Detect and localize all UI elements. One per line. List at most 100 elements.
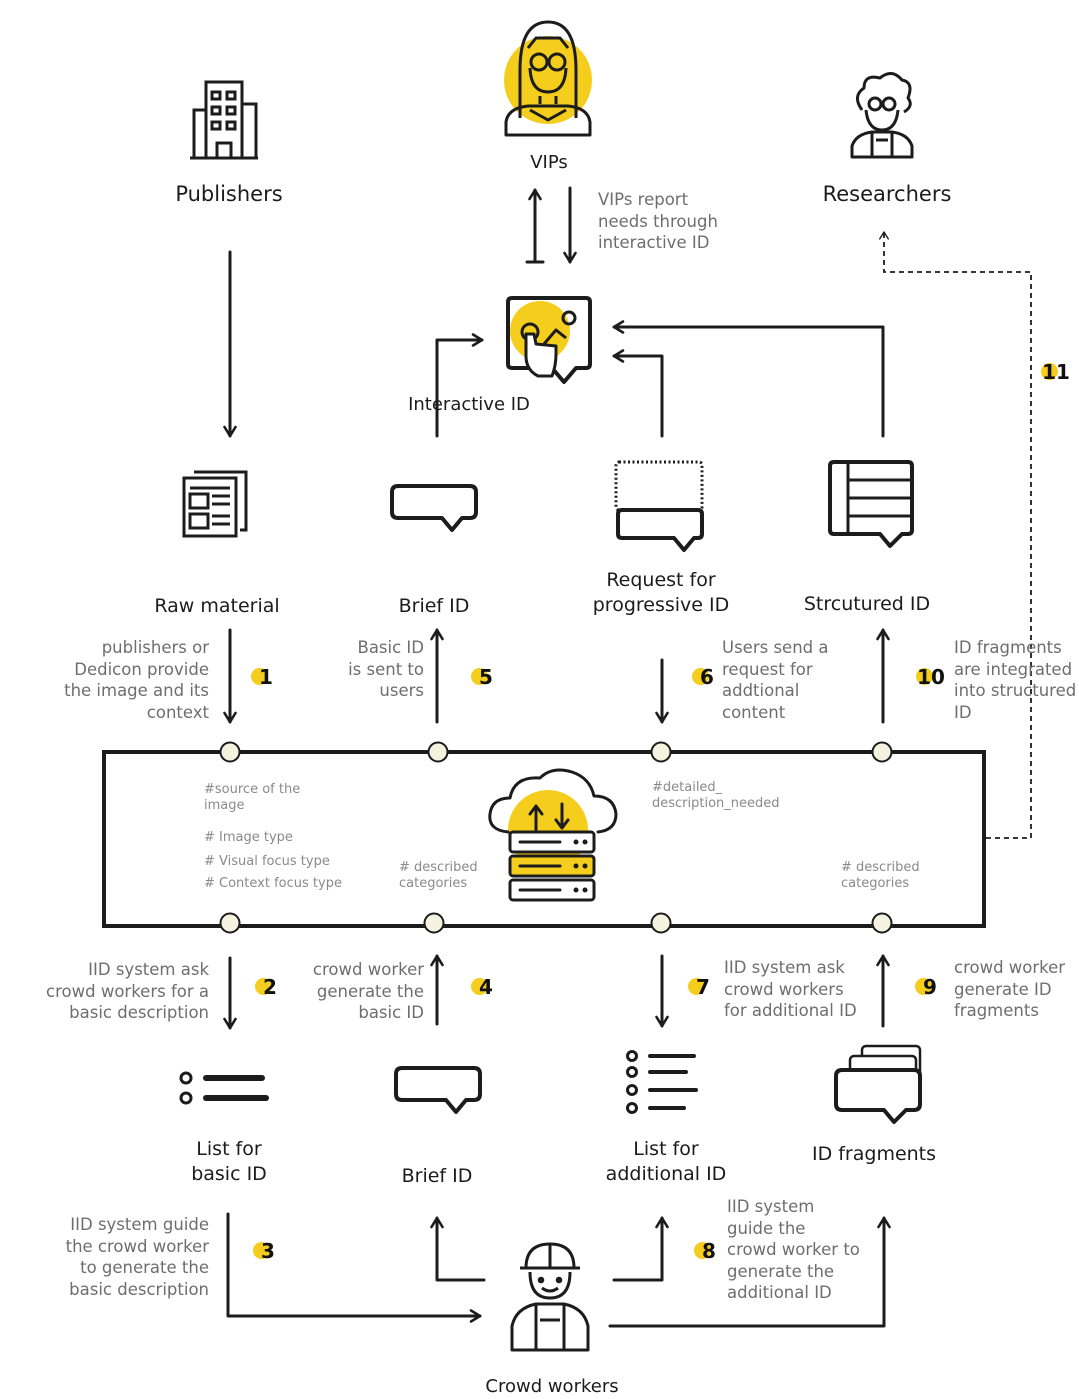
tag-line: categories <box>841 876 910 891</box>
note-line: content <box>722 702 786 722</box>
note-line: crowd workers <box>724 979 844 999</box>
raw-material-label: Raw material <box>154 595 280 617</box>
id-fragments-icon <box>834 1044 922 1124</box>
note-line: users <box>379 681 424 700</box>
step8-note: IID system guide the crowd worker to gen… <box>727 1196 860 1304</box>
note-line: is sent to <box>348 659 424 679</box>
publishers-label: Publishers <box>175 182 283 206</box>
structured-id-label: Strcutured ID <box>803 593 931 615</box>
step-number-text: 1 <box>259 665 273 689</box>
note-line: IID system <box>727 1197 815 1216</box>
note-line: publishers or <box>101 638 209 657</box>
interactive-id-icon <box>506 296 592 384</box>
step6-note: Users send a request for addtional conte… <box>722 637 829 723</box>
step3-note: IID system guide the crowd worker to gen… <box>66 1214 209 1300</box>
step-number-text: 11 <box>1042 360 1070 384</box>
newspaper-icon <box>182 470 248 538</box>
step-number-4: 4 <box>470 974 502 1000</box>
step2-note: IID system ask crowd workers for a basic… <box>46 959 209 1024</box>
note-line: basic description <box>69 1279 209 1299</box>
tag-line: image <box>204 798 245 813</box>
step-number-5: 5 <box>470 664 502 690</box>
list-additional-id-label: List for additional ID <box>606 1137 727 1187</box>
note-line: Users send a <box>722 638 829 657</box>
note-line: needs through <box>598 211 718 231</box>
building-icon <box>190 80 258 160</box>
note-line: crowd worker <box>954 958 1066 977</box>
note-line: context <box>146 702 209 722</box>
researchers-label: Researchers <box>822 182 952 206</box>
brief-id-bottom-label: Brief ID <box>401 1165 473 1187</box>
note-line: generate the <box>727 1261 835 1281</box>
brief-id-top-label: Brief ID <box>398 595 470 617</box>
tag-line: categories <box>399 876 468 891</box>
tag-described-left: # described categories <box>399 860 478 892</box>
tag-image-type: # Image type <box>204 830 293 845</box>
note-line: crowd workers for a <box>46 981 209 1001</box>
vips-label: VIPs <box>530 152 568 173</box>
note-line: into structured <box>954 681 1077 700</box>
note-line: IID system ask <box>88 960 209 979</box>
list-basic-id-line-2: basic ID <box>191 1163 267 1185</box>
vips-report-note: VIPs report needs through interactive ID <box>598 189 718 254</box>
flow-arrows <box>223 186 891 1328</box>
note-line: request for <box>722 659 813 679</box>
brief-id-bottom-icon <box>394 1066 482 1114</box>
note-line: additional ID <box>727 1283 832 1302</box>
step1-note: publishers or Dedicon provide the image … <box>64 637 209 723</box>
request-progressive-id-line-2: progressive ID <box>592 594 730 616</box>
step-number-text: 9 <box>923 975 937 999</box>
note-line: ID <box>954 702 972 722</box>
request-progressive-id-line-1: Request for <box>606 569 716 591</box>
step-number-7: 7 <box>687 974 719 1000</box>
brief-id-top-icon <box>390 484 478 532</box>
structured-id-icon <box>828 460 914 548</box>
request-progressive-id-label: Request for progressive ID <box>593 568 730 618</box>
note-line: are integrated <box>954 659 1073 679</box>
step10-note: ID fragments are integrated into structu… <box>954 637 1076 723</box>
note-line: IID system ask <box>724 958 845 977</box>
note-line: guide the <box>727 1218 806 1238</box>
note-line: to generate the <box>80 1258 209 1277</box>
note-line: generate ID <box>954 979 1052 999</box>
note-line: addtional <box>722 681 800 700</box>
step-number-2: 2 <box>254 974 286 1000</box>
step-number-10: 10 <box>915 664 947 690</box>
step-number-text: 8 <box>702 1239 716 1263</box>
researcher-dashed-arrow <box>879 231 1032 839</box>
tag-line: description_needed <box>652 796 780 811</box>
step-number-6: 6 <box>691 664 723 690</box>
step-number-3: 3 <box>252 1238 284 1264</box>
note-line: interactive ID <box>598 233 710 252</box>
note-line: fragments <box>954 1001 1039 1020</box>
interactive-id-label: Interactive ID <box>408 394 530 415</box>
list-additional-id-line-1: List for <box>633 1138 699 1160</box>
tag-line: # described <box>841 860 920 875</box>
tag-source: #source of the image <box>204 782 300 814</box>
note-line: the image and its <box>64 681 209 700</box>
vip-person-icon <box>504 20 592 137</box>
note-line: for additional ID <box>724 1001 857 1020</box>
note-line: Basic ID <box>357 638 425 657</box>
list-basic-id-label: List for basic ID <box>191 1137 267 1187</box>
tag-line: # described <box>399 860 478 875</box>
list-basic-icon <box>179 1071 269 1105</box>
step4-note: crowd worker generate the basic ID <box>313 959 424 1024</box>
step9-note: crowd worker generate ID fragments <box>954 957 1065 1022</box>
tag-context-focus: # Context focus type <box>204 876 342 891</box>
step7-note: IID system ask crowd workers for additio… <box>724 957 857 1022</box>
crowd-worker-icon <box>510 1242 590 1352</box>
step-number-text: 3 <box>261 1239 275 1263</box>
request-progressive-id-icon <box>614 460 704 552</box>
tag-detailed: #detailed_ description_needed <box>652 780 780 812</box>
step-number-text: 2 <box>263 975 277 999</box>
step-number-text: 7 <box>696 975 710 999</box>
step-number-text: 10 <box>917 665 945 689</box>
list-additional-id-line-2: additional ID <box>605 1163 727 1185</box>
note-line: crowd worker <box>312 960 424 979</box>
list-basic-id-line-1: List for <box>196 1138 262 1160</box>
note-line: ID fragments <box>954 638 1062 657</box>
note-line: Dedicon provide <box>74 659 209 679</box>
researcher-icon <box>850 72 914 159</box>
note-line: VIPs report <box>598 190 689 209</box>
